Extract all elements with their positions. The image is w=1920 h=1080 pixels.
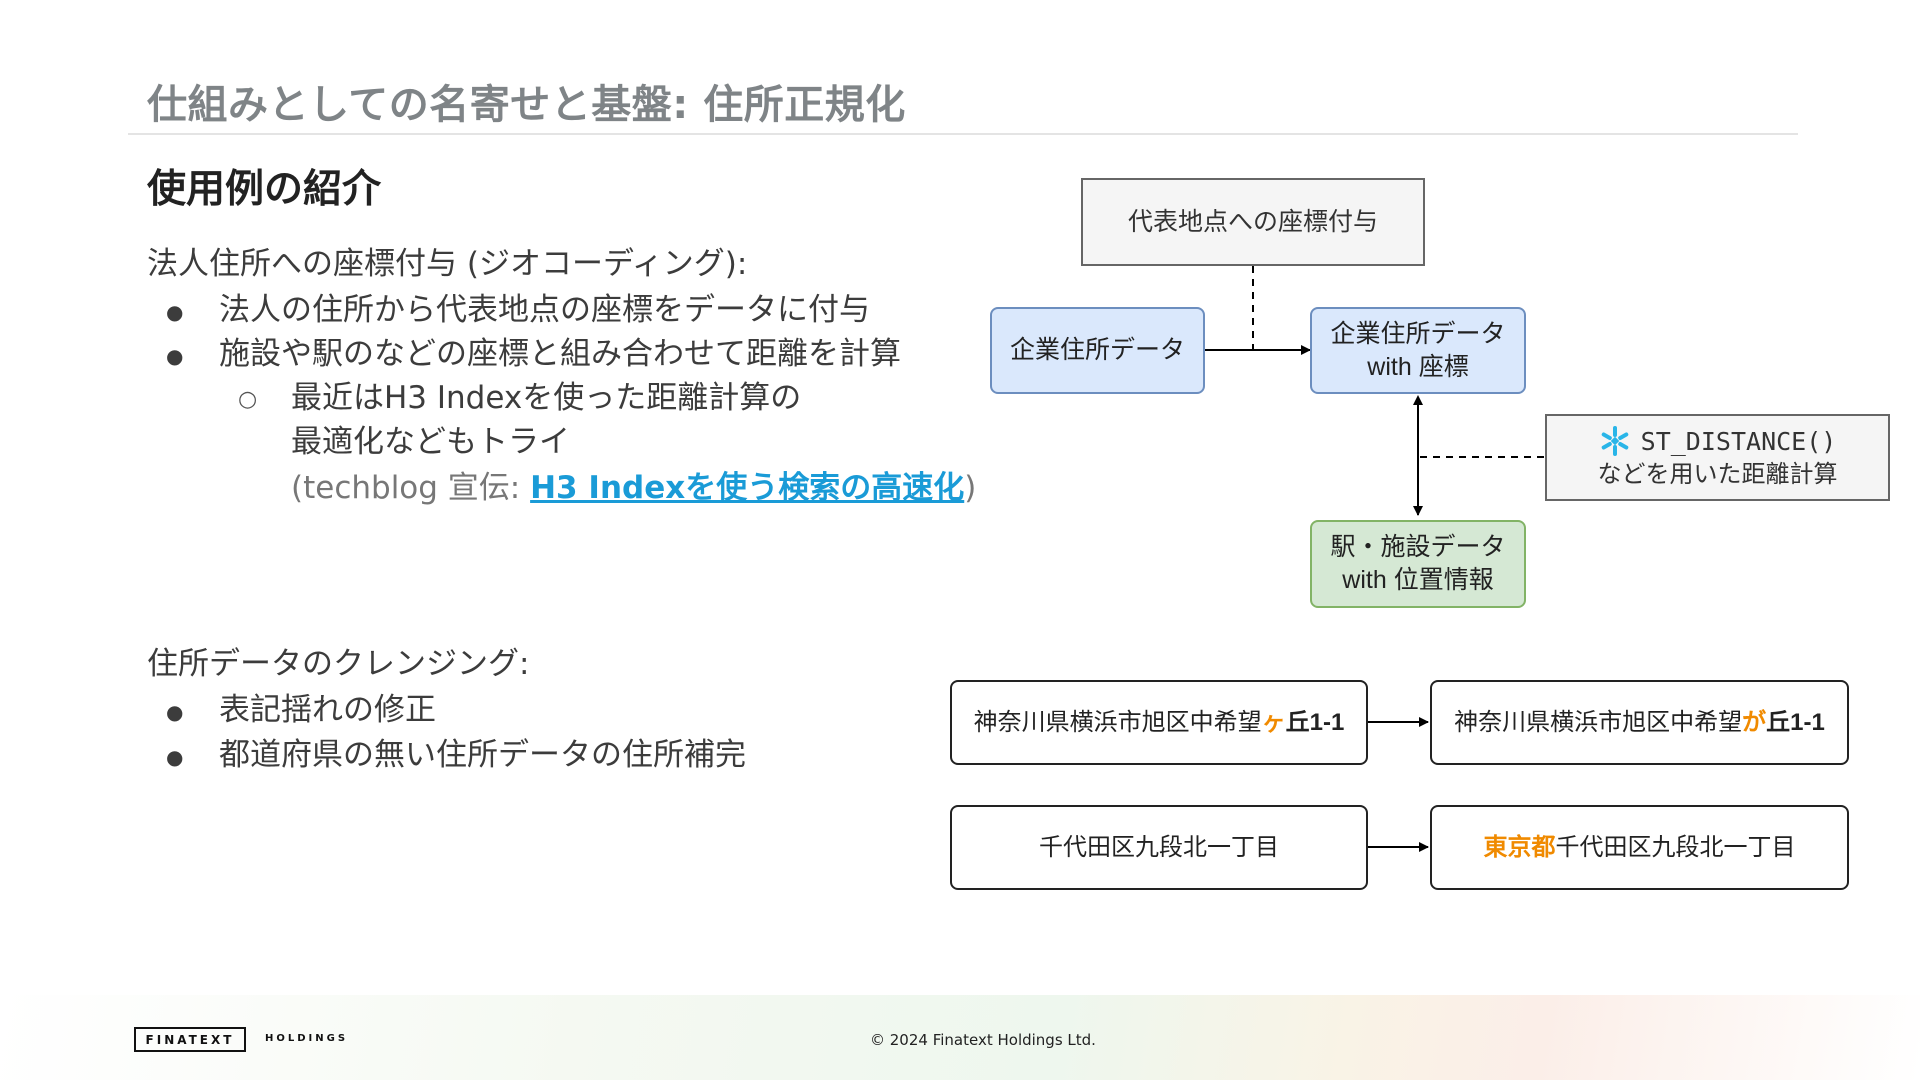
section-heading: 使用例の紹介 bbox=[147, 167, 382, 212]
highlight-text: が bbox=[1742, 709, 1767, 736]
address-text: 千代田区九段北一丁目 bbox=[1039, 834, 1279, 861]
blog-suffix: ) bbox=[964, 470, 977, 506]
bullet-marker: ● bbox=[166, 344, 184, 368]
sub-list-item-line: 最適化などもトライ bbox=[291, 424, 570, 460]
highlight-text: 東京都 bbox=[1483, 834, 1556, 861]
st-distance-line: ST_DISTANCE() bbox=[1599, 425, 1837, 458]
box-line: with 座標 bbox=[1367, 352, 1469, 381]
snowflake-icon bbox=[1601, 426, 1628, 456]
address-text: 神奈川県横浜市旭区中希望 bbox=[1454, 709, 1743, 736]
address-before-box: 千代田区九段北一丁目 bbox=[950, 805, 1368, 890]
company-logo-sub: HOLDINGS bbox=[265, 1033, 349, 1044]
blog-promo: (techblog 宣伝: H3 Indexを使う検索の高速化) bbox=[291, 466, 976, 510]
st-distance-box: ST_DISTANCE() などを用いた距離計算 bbox=[1545, 414, 1890, 501]
sub-list-item-line: 最近はH3 Indexを使った距離計算の bbox=[291, 380, 802, 416]
address-text: 千代田区九段北一丁目 bbox=[1555, 834, 1796, 861]
bullet-marker: ● bbox=[166, 300, 184, 324]
title-divider bbox=[128, 133, 1798, 135]
st-distance-function: ST_DISTANCE() bbox=[1640, 426, 1837, 456]
station-data-box: 駅・施設データ with 位置情報 bbox=[1310, 520, 1526, 608]
list-item: 施設や駅のなどの座標と組み合わせて距離を計算 bbox=[219, 336, 901, 372]
page-title: 仕組みとしての名寄せと基盤: 住所正規化 bbox=[147, 82, 906, 128]
blog-prefix: (techblog 宣伝: bbox=[291, 470, 531, 506]
company-logo: FINATEXT bbox=[134, 1027, 246, 1052]
list-item: 法人の住所から代表地点の座標をデータに付与 bbox=[219, 292, 870, 328]
sub-bullet-marker: ○ bbox=[238, 387, 258, 412]
company-address-box: 企業住所データ bbox=[990, 307, 1205, 394]
cleansing-heading: 住所データのクレンジング: bbox=[147, 646, 530, 682]
box-line: 企業住所データ bbox=[1330, 319, 1506, 348]
address-text: 丘1-1 bbox=[1766, 709, 1825, 736]
address-text: 丘1-1 bbox=[1285, 709, 1345, 736]
bullet-marker: ● bbox=[166, 745, 184, 769]
footer-band bbox=[0, 995, 1920, 1080]
company-with-coords-box: 企業住所データ with 座標 bbox=[1310, 307, 1526, 394]
box-line: with 位置情報 bbox=[1342, 566, 1494, 594]
st-distance-description: などを用いた距離計算 bbox=[1597, 460, 1838, 488]
list-item: 表記揺れの修正 bbox=[219, 692, 436, 728]
box-line: 駅・施設データ bbox=[1330, 533, 1506, 561]
bullet-marker: ● bbox=[166, 700, 184, 724]
address-text: 神奈川県横浜市旭区中希望 bbox=[973, 709, 1262, 736]
geocoding-heading: 法人住所への座標付与 (ジオコーディング): bbox=[147, 246, 748, 282]
highlight-text: ヶ bbox=[1261, 709, 1286, 736]
list-item: 都道府県の無い住所データの住所補完 bbox=[219, 737, 746, 773]
address-after-box: 神奈川県横浜市旭区中希望が丘1-1 bbox=[1430, 680, 1849, 765]
address-before-box: 神奈川県横浜市旭区中希望ヶ丘1-1 bbox=[950, 680, 1368, 765]
blog-link[interactable]: H3 Indexを使う検索の高速化 bbox=[530, 470, 965, 506]
address-after-box: 東京都千代田区九段北一丁目 bbox=[1430, 805, 1849, 890]
copyright: © 2024 Finatext Holdings Ltd. bbox=[870, 1031, 1096, 1049]
representative-point-box: 代表地点への座標付与 bbox=[1081, 178, 1425, 266]
